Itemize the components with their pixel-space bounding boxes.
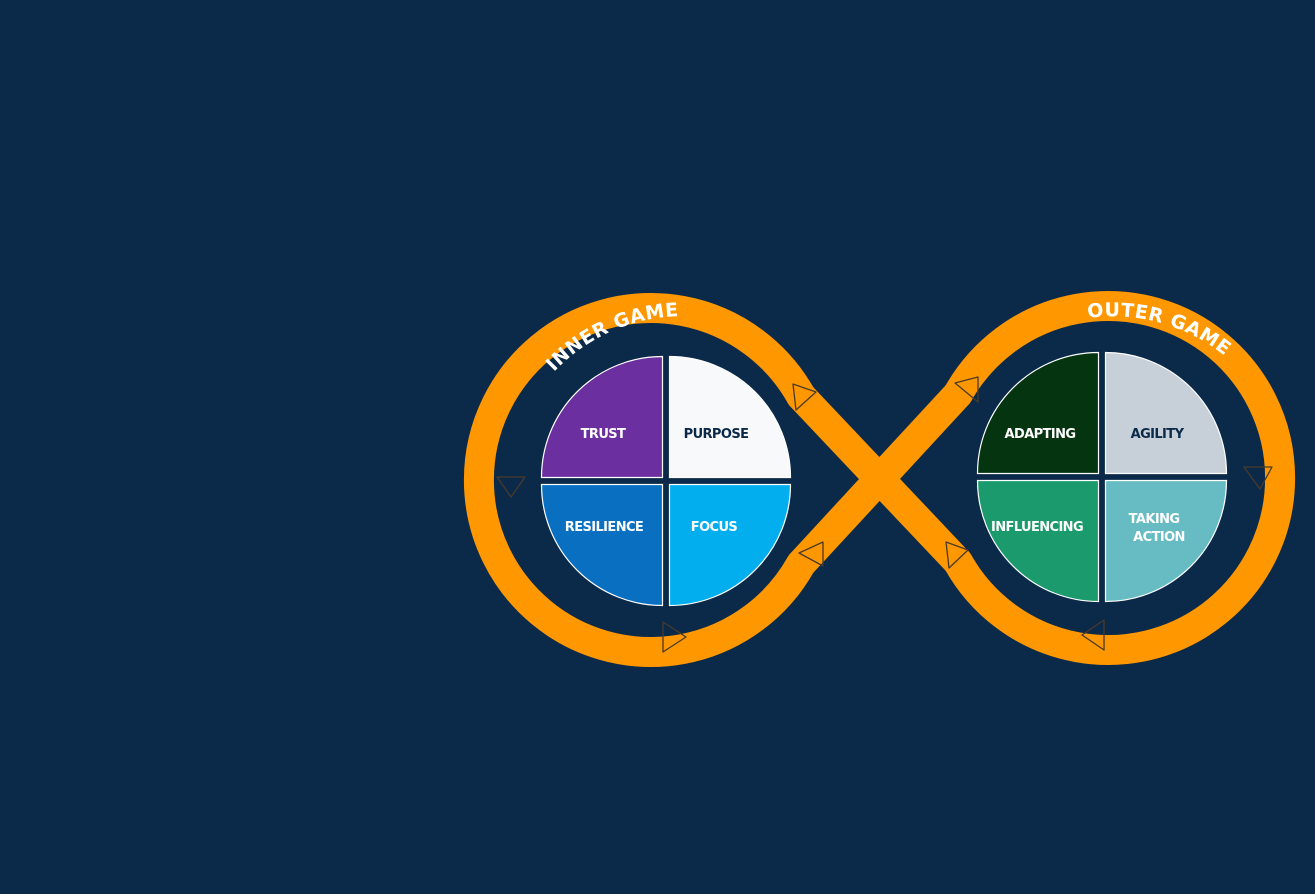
infinity-loop <box>463 291 1296 667</box>
arrow-icon <box>954 376 979 403</box>
label-resilience: RESILIENCE <box>565 520 643 535</box>
arrow-icon <box>798 541 824 567</box>
label-taking-action: TAKING ACTION <box>1129 512 1185 545</box>
arrow-icon <box>945 541 969 569</box>
quadrant-adapting <box>976 351 1100 475</box>
quadrant-influencing <box>976 479 1100 603</box>
arrow-icon <box>496 476 526 498</box>
label-action-line: ACTION <box>1133 530 1185 545</box>
quadrant-focus <box>668 483 792 607</box>
loop-cross-up <box>789 383 970 575</box>
quadrant-taking-action <box>1104 479 1228 603</box>
quadrant-resilience <box>540 483 664 607</box>
arrow-icon <box>792 383 817 411</box>
label-taking-line: TAKING <box>1129 512 1180 527</box>
arrow-icon <box>1081 619 1105 651</box>
label-focus: FOCUS <box>691 520 738 535</box>
label-trust: TRUST <box>581 427 626 442</box>
loop-left-ring <box>463 293 816 667</box>
direction-arrows <box>496 376 1273 653</box>
loop-right-ring <box>943 291 1296 665</box>
inner-game-circle <box>540 355 792 607</box>
label-adapting: ADAPTING <box>1005 427 1076 442</box>
quadrant-trust <box>540 355 664 479</box>
label-influencing: INFLUENCING <box>991 520 1083 535</box>
arrow-icon <box>662 621 687 653</box>
quadrant-agility <box>1104 351 1228 475</box>
label-purpose: PURPOSE <box>684 427 749 442</box>
outer-game-circle <box>976 351 1228 603</box>
quadrant-purpose <box>668 355 792 479</box>
label-agility: AGILITY <box>1131 427 1185 442</box>
arrow-icon <box>1243 466 1273 490</box>
